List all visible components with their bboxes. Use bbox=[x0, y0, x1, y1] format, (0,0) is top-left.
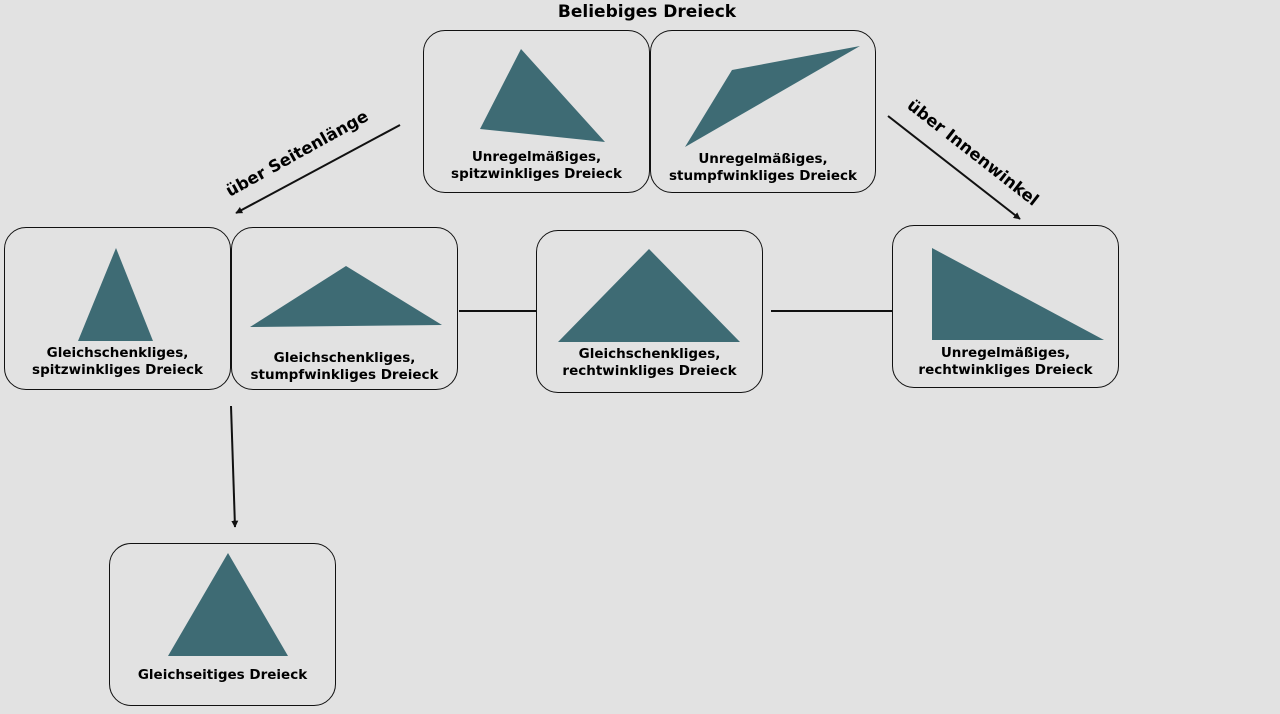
node-isosceles-right-label: Gleichschenkliges, rechtwinkliges Dreiec… bbox=[536, 346, 763, 380]
node-isosceles-right bbox=[536, 230, 763, 393]
label-line-2: rechtwinkliges Dreieck bbox=[918, 362, 1093, 378]
triangle-isosceles-acute bbox=[78, 248, 153, 341]
triangle-scalene-acute bbox=[480, 49, 605, 142]
node-isosceles-acute bbox=[4, 227, 231, 390]
label-line-1: Unregelmäßiges, bbox=[940, 345, 1071, 361]
node-isosceles-acute-label: Gleichschenkliges, spitzwinkliges Dreiec… bbox=[4, 345, 231, 379]
label-line-1: Gleichschenkliges, bbox=[578, 346, 721, 362]
node-scalene-right-label: Unregelmäßiges, rechtwinkliges Dreieck bbox=[892, 345, 1119, 379]
node-scalene-acute-label: Unregelmäßiges, spitzwinkliges Dreieck bbox=[423, 149, 650, 183]
node-equilateral-label: Gleichseitiges Dreieck bbox=[109, 667, 336, 684]
node-scalene-acute bbox=[423, 30, 650, 193]
label-line-1: Gleichschenkliges, bbox=[273, 350, 416, 366]
label-line-2: spitzwinkliges Dreieck bbox=[451, 166, 622, 182]
arrow-to-right-angle bbox=[887, 115, 1021, 220]
label-line-2: rechtwinkliges Dreieck bbox=[562, 363, 737, 379]
label-line-2: spitzwinkliges Dreieck bbox=[32, 362, 203, 378]
label-line-1: Unregelmäßiges, bbox=[471, 149, 602, 165]
label-line-2: stumpfwinkliges Dreieck bbox=[250, 367, 439, 383]
triangle-isosceles-obtuse bbox=[250, 266, 442, 327]
label-line-1: Gleichseitiges Dreieck bbox=[137, 667, 308, 683]
label-line-1: Unregelmäßiges, bbox=[698, 151, 828, 167]
node-scalene-obtuse-label: Unregelmäßiges, stumpfwinkliges Dreieck bbox=[650, 151, 876, 185]
label-line-1: Gleichschenkliges, bbox=[46, 345, 189, 361]
triangle-scalene-obtuse bbox=[685, 46, 860, 147]
node-isosceles-obtuse-label: Gleichschenkliges, stumpfwinkliges Dreie… bbox=[231, 350, 458, 384]
node-scalene-obtuse bbox=[650, 30, 876, 193]
arrow-to-isosceles bbox=[235, 124, 401, 214]
triangle-scalene-right bbox=[932, 248, 1104, 340]
arrow-to-equilateral bbox=[230, 405, 239, 528]
node-equilateral bbox=[109, 543, 336, 706]
triangle-isosceles-right bbox=[558, 249, 740, 342]
triangle-equilateral bbox=[168, 553, 288, 656]
node-isosceles-obtuse bbox=[231, 227, 458, 390]
label-line-2: stumpfwinkliges Dreieck bbox=[669, 168, 857, 184]
node-scalene-right bbox=[892, 225, 1119, 388]
diagram-title: Beliebiges Dreieck bbox=[557, 2, 737, 22]
